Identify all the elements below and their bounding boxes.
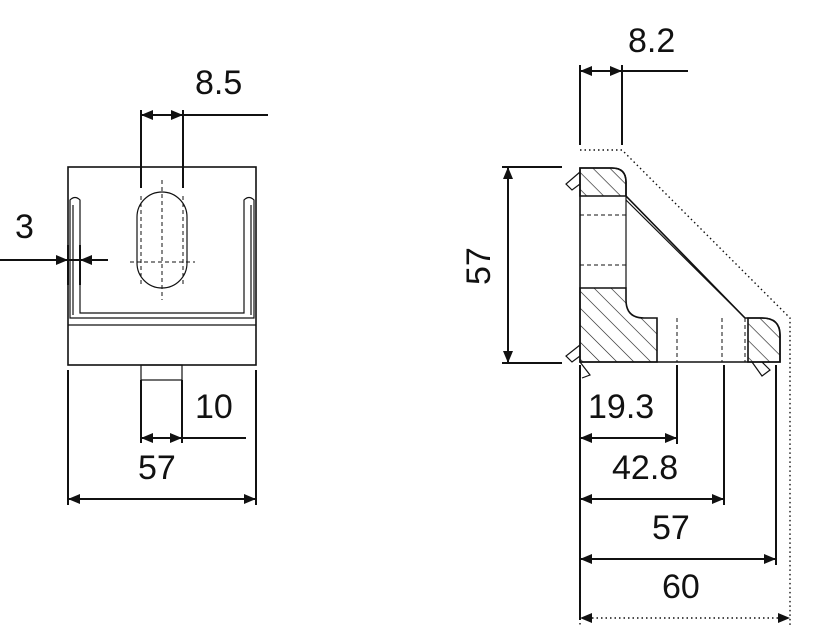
side-tab-corner — [579, 361, 591, 379]
side-top-hatch — [579, 167, 627, 197]
side-envelope — [580, 149, 791, 625]
front-u-channel — [69, 196, 255, 319]
dim-overall-length: 60 — [662, 568, 700, 606]
side-base-hatch — [579, 287, 658, 363]
side-end-hatch — [747, 317, 781, 363]
dim-top-flange: 8.2 — [628, 22, 675, 60]
side-tab-bottom-right — [751, 361, 771, 377]
dim-overall-width: 57 — [138, 449, 176, 487]
dim-tab-width: 10 — [195, 388, 233, 426]
dim-hole-1: 19.3 — [588, 388, 654, 426]
side-view: 8.2 57 19.3 42.8 57 60 — [460, 22, 791, 625]
dim-height: 57 — [460, 247, 498, 285]
side-tab-bottom-left — [565, 344, 581, 363]
side-gusset-line — [625, 199, 746, 319]
side-tab-top — [565, 171, 581, 191]
front-tab — [140, 364, 183, 381]
dim-slot-width: 8.5 — [195, 64, 242, 102]
dim-base-length: 57 — [652, 509, 690, 547]
dim-wall-thickness: 3 — [15, 208, 34, 246]
dim-hole-2: 42.8 — [612, 449, 678, 487]
front-view: 8.5 3 10 57 — [0, 64, 268, 505]
